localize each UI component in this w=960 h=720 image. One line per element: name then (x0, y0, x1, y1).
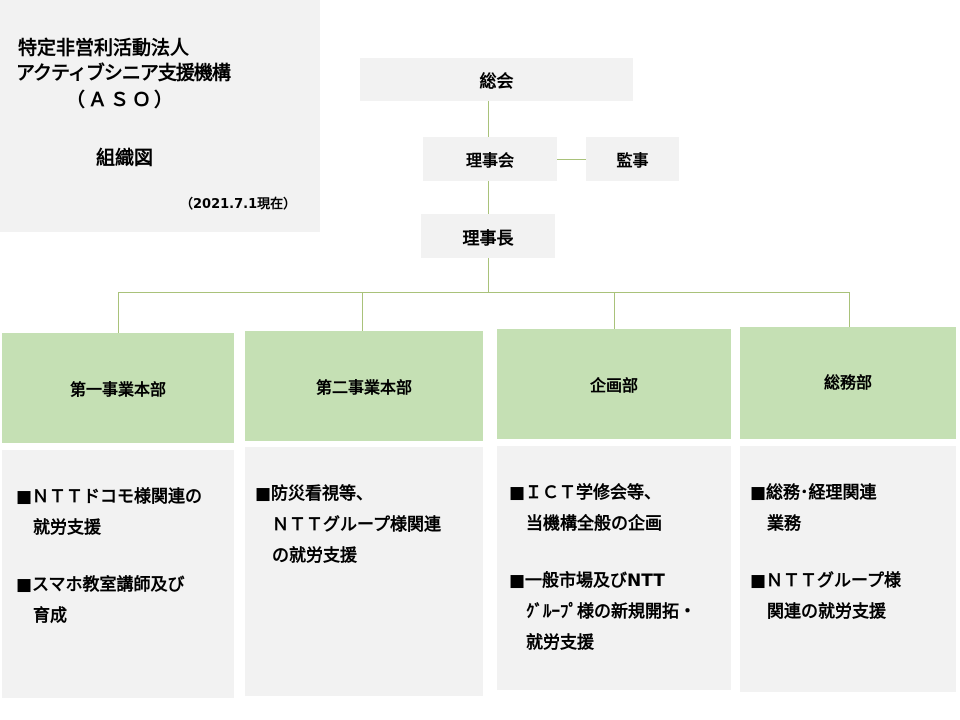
org-name-line1: 特定非営利活動法人 (18, 37, 190, 59)
dept-item: ■ＮＴＴグループ様 関連の就労支援 (750, 571, 902, 622)
dept-header-4: 総務部 (740, 327, 956, 439)
dept-panel-4: ■総務･経理関連 業務 ■ＮＴＴグループ様 関連の就労支援 (740, 446, 956, 692)
node-general-assembly: 総会 (360, 58, 633, 101)
connector (362, 292, 363, 331)
as-of-date: （2021.7.1現在） (180, 197, 297, 212)
dept-item: ■総務･経理関連 業務 (750, 483, 877, 534)
node-chairman: 理事長 (421, 214, 555, 258)
dept-header-2: 第二事業本部 (245, 331, 483, 441)
dept-header-3: 企画部 (497, 329, 731, 439)
dept-item: ■一般市場及びNTT ｸﾞﾙｰﾌﾟ様の新規開拓・ 就労支援 (509, 571, 696, 653)
dept-panel-3: ■ＩＣＴ学修会等、 当機構全般の企画 ■一般市場及びNTT ｸﾞﾙｰﾌﾟ様の新規… (497, 446, 731, 690)
connector (488, 258, 489, 292)
dept-panel-1: ■ＮＴＴドコモ様関連の 就労支援 ■スマホ教室講師及び 育成 (2, 450, 234, 698)
dept-panel-2: ■防災看視等、 ＮＴＴグループ様関連 の就労支援 (245, 447, 483, 696)
node-board: 理事会 (423, 137, 557, 181)
node-auditor: 監事 (586, 137, 679, 181)
connector (849, 292, 850, 327)
org-name-line2: アクティブシニア支援機構 (16, 62, 231, 84)
connector (488, 181, 489, 214)
org-abbr: （ＡＳＯ） (66, 89, 177, 111)
connector (488, 101, 489, 137)
connector (614, 292, 615, 329)
dept-item: ■スマホ教室講師及び 育成 (16, 575, 185, 626)
chart-heading: 組織図 (96, 147, 154, 169)
dept-item: ■ＮＴＴドコモ様関連の 就労支援 (16, 487, 203, 538)
dept-header-1: 第一事業本部 (2, 333, 234, 443)
connector (557, 159, 586, 160)
title-panel: 特定非営利活動法人 アクティブシニア支援機構 （ＡＳＯ） 組織図 （2021.7… (0, 0, 320, 232)
connector (118, 292, 119, 333)
connector (118, 292, 850, 293)
dept-item: ■防災看視等、 ＮＴＴグループ様関連 の就労支援 (255, 484, 441, 566)
dept-item: ■ＩＣＴ学修会等、 当機構全般の企画 (509, 483, 662, 534)
